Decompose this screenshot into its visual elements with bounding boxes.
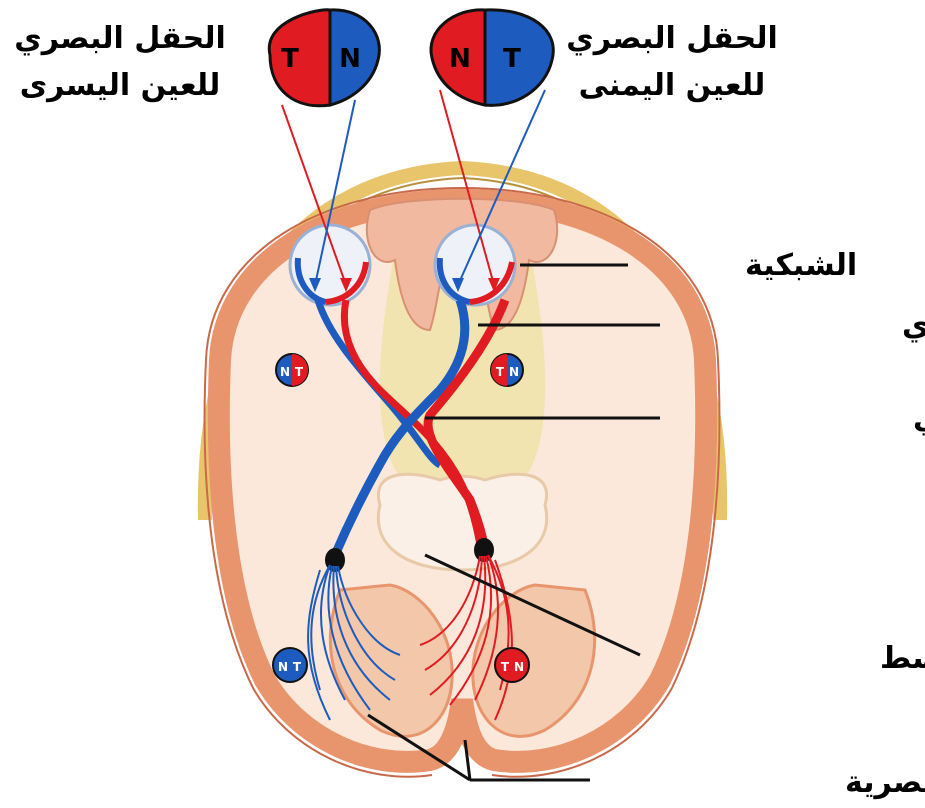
mini-front-left-a: N [280,365,290,379]
left-eyeball [290,225,370,305]
label-right-field-1: الحقل البصري [566,21,778,56]
right-eyeball [435,225,515,305]
mini-front-left-b: T [295,365,304,379]
label-right-field-2: للعين اليمنى [579,68,766,103]
mini-back-right-b: N [514,660,524,674]
right-field-nasal-letter: N [449,44,471,74]
mini-front-right-a: T [496,365,505,379]
label-retina: الشبكية [745,248,857,283]
right-field-temporal-letter: T [503,44,521,74]
mini-field-back-left: N T [273,648,307,682]
mini-back-left-a: N [278,660,288,674]
label-midbrain: الدماغ المتوسط [880,641,925,676]
left-field-nasal-letter: N [339,44,361,74]
label-left-field-2: للعين اليسرى [20,68,221,103]
mini-field-front-left: N T [276,354,308,386]
mini-back-right-a: T [501,660,510,674]
label-left-field-1: الحقل البصري [14,21,226,56]
mini-field-back-right: T N [495,648,529,682]
label-optic-nerve: العصب البصري [902,308,925,343]
mini-front-right-b: N [509,365,519,379]
mini-field-front-right: T N [491,354,523,386]
left-field-temporal-letter: T [281,44,299,74]
right-eye-visual-field: N T [431,10,553,105]
label-visual-area: الباحة البصرية [845,765,925,800]
label-optic-chiasm: التصالب البصري [913,401,925,436]
mini-back-left-b: T [293,660,302,674]
left-eye-visual-field: T N [269,10,379,106]
